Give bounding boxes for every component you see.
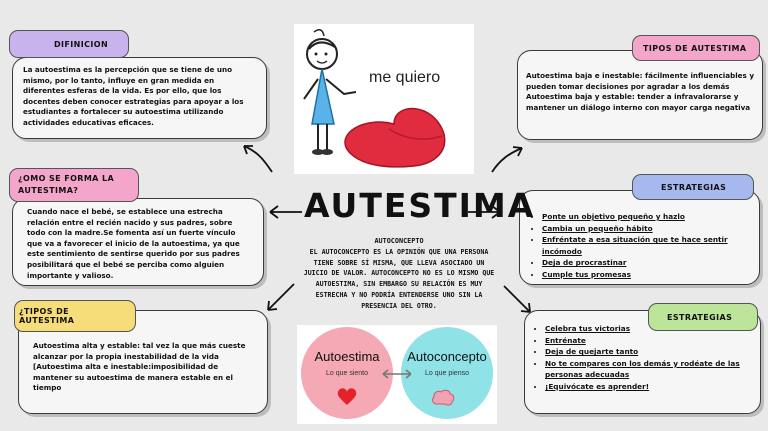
- arrow-to-tipos-left-icon: [267, 283, 295, 311]
- tipos-left-card: Autoestima alta y estable: tal vez la qu…: [18, 310, 268, 414]
- venn-diagram: Autoestima Lo que siento Autoconcepto Lo…: [297, 325, 497, 424]
- arrow-to-estrategias-1-icon: [468, 205, 501, 219]
- estrategias-2-tag: ESTRATEGIAS: [648, 303, 758, 331]
- illustration-caption: me quiero: [369, 69, 440, 86]
- venn-right-sub: Lo que pienso: [425, 370, 469, 377]
- definicion-card: La autoestima es la percepción que se ti…: [12, 57, 267, 139]
- definicion-text: La autoestima es la percepción que se ti…: [23, 65, 244, 127]
- arrow-to-tipos-right-icon: [491, 146, 523, 173]
- tipos-right-tag: TIPOS DE AUTESTIMA: [632, 35, 760, 61]
- estrategia-2-item-1: Celebra tus victorias: [545, 323, 754, 335]
- arrow-to-como-se-forma-icon: [269, 205, 302, 219]
- venn-right-label: Autoconcepto: [407, 349, 487, 364]
- girl-heart-illustration: me quiero: [294, 24, 474, 174]
- autoconcepto-heading: AUTOCONCEPTO: [374, 237, 424, 245]
- estrategia-2-item-3: Deja de quejarte tanto: [545, 346, 754, 358]
- venn-right-circle: [401, 327, 493, 419]
- brain-icon: [432, 389, 455, 406]
- arrow-to-estrategias-2-icon: [503, 285, 531, 313]
- estrategia-1-item-3: Enfréntate a esa situación que te hace s…: [542, 234, 751, 257]
- double-arrow-icon: [382, 369, 412, 379]
- estrategia-2-item-4: No te compares con los demás y rodéate d…: [545, 358, 754, 381]
- heart-icon: [337, 388, 357, 405]
- tipos-left-tag: ¿TIPOS DE AUTESTIMA: [14, 300, 136, 332]
- estrategia-1-item-5: Cumple tus promesas: [542, 269, 751, 281]
- autoconcepto-text: EL AUTOCONCEPTO ES LA OPINIÓN QUE UNA PE…: [303, 247, 495, 310]
- estrategias-2-card: Celebra tus victorias Entrénate Deja de …: [524, 310, 761, 414]
- autoconcepto-block: AUTOCONCEPTO EL AUTOCONCEPTO ES LA OPINI…: [303, 236, 495, 312]
- estrategia-2-item-2: Entrénate: [545, 335, 754, 347]
- venn-left-sub: Lo que siento: [326, 370, 368, 377]
- venn-left-circle: [301, 327, 393, 419]
- estrategias-1-card: Ponte un objetivo pequeño y hazlo Cambia…: [519, 190, 760, 285]
- estrategia-2-item-5: ¡Equivócate es aprender!: [545, 381, 754, 393]
- estrategia-1-item-4: Deja de procrastinar: [542, 257, 751, 269]
- definicion-tag: DIFINICION: [9, 30, 129, 58]
- estrategias-1-tag: ESTRATEGIAS: [632, 174, 754, 200]
- como-se-forma-text: Cuando nace el bebé, se establece una es…: [27, 207, 240, 280]
- venn-svg: Autoestima Lo que siento Autoconcepto Lo…: [301, 327, 493, 419]
- estrategia-1-item-2: Cambia un pequeño hábito: [542, 223, 751, 235]
- arrow-to-definicion-icon: [243, 145, 273, 173]
- como-se-forma-tag: ¿OMO SE FORMA LA AUTESTIMA?: [9, 168, 139, 202]
- estrategia-1-item-1: Ponte un objetivo pequeño y hazlo: [542, 211, 751, 223]
- venn-left-label: Autoestima: [314, 349, 380, 364]
- tipos-right-text: Autoestima baja e inestable: fácilmente …: [526, 71, 755, 112]
- tipos-right-card: Autoestima baja e inestable: fácilmente …: [517, 50, 763, 140]
- tipos-left-text: Autoestima alta y estable: tal vez la qu…: [33, 341, 246, 393]
- como-se-forma-card: Cuando nace el bebé, se establece una es…: [12, 198, 264, 286]
- girl-heart-drawing: me quiero: [303, 29, 446, 168]
- main-title: AUTESTIMA: [304, 186, 536, 225]
